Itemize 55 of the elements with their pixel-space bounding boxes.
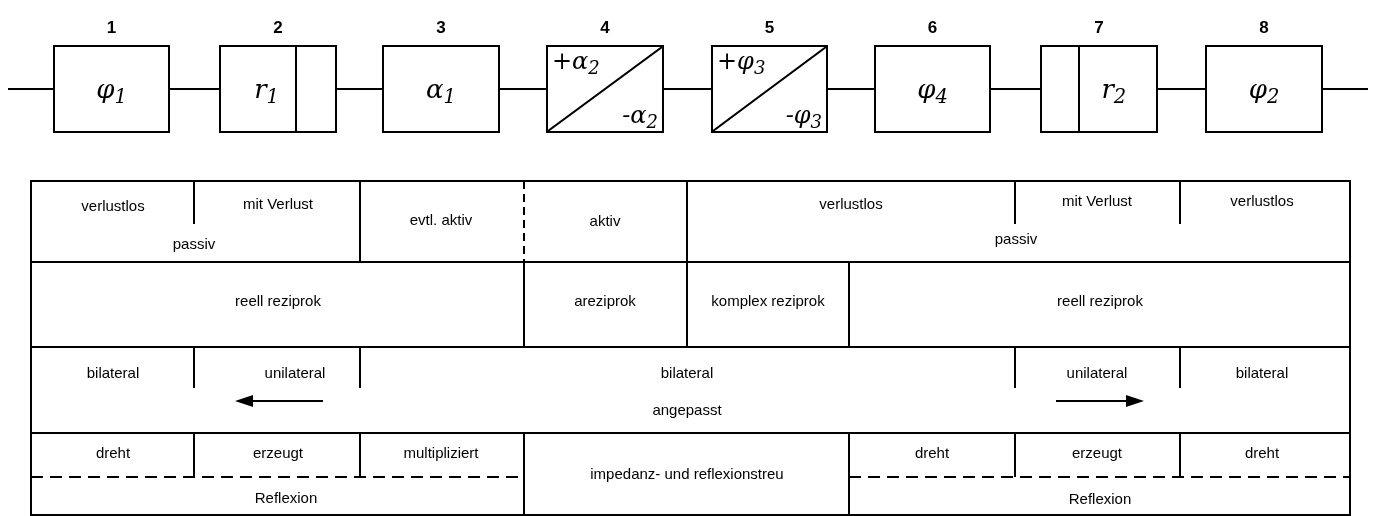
property-label: erzeugt: [253, 444, 303, 460]
parameter-symbol: +α$_{2}$: [552, 49, 600, 73]
property-label: passiv: [994, 230, 1038, 246]
parameter-symbol: r$_{2}$: [1101, 76, 1127, 102]
block-number: 2: [273, 17, 283, 39]
property-label: dreht: [95, 444, 131, 460]
property-label: evtl. aktiv: [409, 211, 473, 227]
property-label: mit Verlust: [1062, 192, 1132, 208]
property-label: areziprok: [574, 292, 636, 308]
property-label: erzeugt: [1072, 444, 1122, 460]
connector-line: [336, 88, 383, 90]
property-label: reell reziprok: [235, 292, 321, 308]
property-label: verlustlos: [819, 195, 883, 211]
property-label: impedanz- und reflexionstreu: [590, 465, 784, 481]
connector-line: [990, 88, 1041, 90]
block-number: 3: [436, 17, 446, 39]
property-label: bilateral: [1235, 364, 1289, 380]
property-label: komplex reziprok: [711, 292, 825, 308]
property-label: verlustlos: [81, 197, 145, 213]
property-label: dreht: [914, 444, 950, 460]
block-number: 8: [1259, 17, 1269, 39]
property-label: angepasst: [652, 401, 722, 417]
property-label: passiv: [172, 235, 216, 251]
connector-line: [7, 88, 54, 90]
parameter-symbol: -φ$_{3}$: [785, 103, 822, 127]
connector-line: [1322, 88, 1369, 90]
property-label: verlustlos: [1230, 192, 1294, 208]
parameter-symbol: r$_{1}$: [254, 76, 279, 102]
property-label: reell reziprok: [1057, 292, 1143, 308]
block-number: 4: [600, 17, 610, 39]
parameter-symbol: α$_{1}$: [426, 76, 456, 102]
parameter-symbol: -α$_{2}$: [622, 103, 658, 127]
parameter-symbol: φ$_{2}$: [1248, 76, 1280, 102]
property-label: bilateral: [86, 364, 140, 380]
property-label: multipliziert: [403, 444, 479, 460]
connector-line: [1157, 88, 1206, 90]
connector-line: [827, 88, 875, 90]
block-number: 6: [927, 17, 938, 39]
block-number: 5: [764, 17, 775, 39]
property-label: mit Verlust: [243, 195, 313, 211]
connector-line: [499, 88, 547, 90]
property-label: unilateral: [1066, 364, 1128, 380]
parameter-symbol: +φ$_{3}$: [717, 49, 766, 73]
property-label: aktiv: [589, 212, 621, 228]
connector-line: [663, 88, 712, 90]
property-label: dreht: [1244, 444, 1280, 460]
property-label: unilateral: [264, 364, 326, 380]
parameter-symbol: φ$_{1}$: [96, 76, 127, 102]
parameter-symbol: φ$_{4}$: [917, 76, 948, 102]
block-number: 1: [106, 17, 117, 39]
block-number: 7: [1094, 17, 1104, 39]
connector-line: [169, 88, 220, 90]
property-label: Reflexion: [1068, 490, 1132, 506]
property-label: Reflexion: [254, 489, 318, 505]
property-label: bilateral: [660, 364, 714, 380]
